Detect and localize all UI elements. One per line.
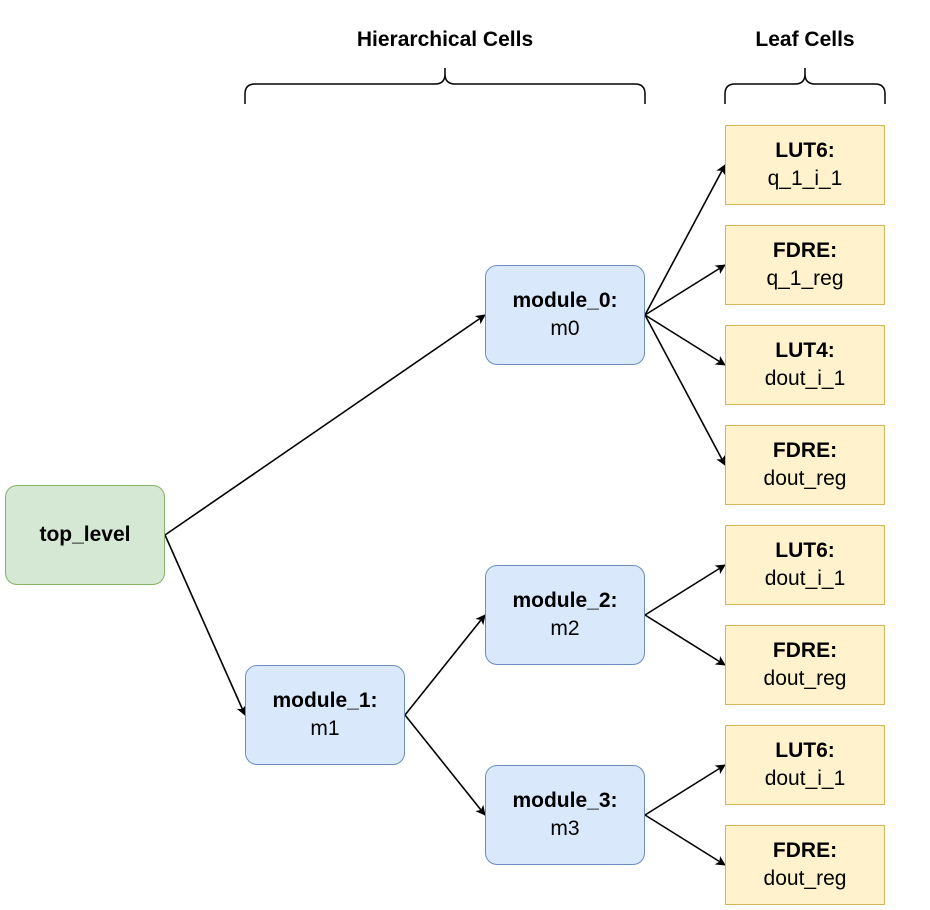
edge-module-2-to-leaf-5: [644, 614, 726, 666]
leaf-brace: [724, 68, 886, 104]
hierarchical-cells-header: Hierarchical Cells: [356, 28, 534, 51]
leaf-cell-4[interactable]: LUT6: dout_i_1: [725, 525, 885, 605]
leaf-type: FDRE:: [772, 439, 838, 462]
leaf-instance: dout_reg: [763, 467, 847, 490]
node-instance: m3: [550, 817, 580, 840]
leaf-cell-3[interactable]: FDRE: dout_reg: [725, 425, 885, 505]
leaf-cell-7[interactable]: FDRE: dout_reg: [725, 825, 885, 905]
leaf-cells-header: Leaf Cells: [755, 28, 855, 51]
leaf-type: LUT6:: [775, 539, 835, 562]
node-label: module_2:: [512, 589, 618, 612]
edge-module-0-to-leaf-0: [644, 164, 726, 316]
node-label: module_0:: [512, 289, 618, 312]
leaf-instance: dout_i_1: [764, 367, 846, 390]
leaf-cell-6[interactable]: LUT6: dout_i_1: [725, 725, 885, 805]
edge-module-0-to-leaf-2: [644, 314, 726, 366]
edge-module-1-to-module-2: [404, 614, 486, 716]
leaf-cell-5[interactable]: FDRE: dout_reg: [725, 625, 885, 705]
node-module-2[interactable]: module_2: m2: [485, 565, 645, 665]
node-instance: m2: [550, 617, 580, 640]
hierarchical-brace: [244, 68, 646, 104]
leaf-type: FDRE:: [772, 239, 838, 262]
node-label: module_3:: [512, 789, 618, 812]
node-top-level[interactable]: top_level: [5, 485, 165, 585]
leaf-type: LUT6:: [775, 139, 835, 162]
leaf-instance: q_1_reg: [766, 267, 844, 290]
node-module-0[interactable]: module_0: m0: [485, 265, 645, 365]
leaf-cell-2[interactable]: LUT4: dout_i_1: [725, 325, 885, 405]
edge-module-3-to-leaf-6: [644, 764, 726, 816]
edge-top-level-to-module-0: [164, 314, 486, 536]
node-module-3[interactable]: module_3: m3: [485, 765, 645, 865]
leaf-cell-1[interactable]: FDRE: q_1_reg: [725, 225, 885, 305]
node-label: top_level: [39, 523, 131, 546]
node-module-1[interactable]: module_1: m1: [245, 665, 405, 765]
leaf-instance: dout_reg: [763, 667, 847, 690]
leaf-instance: dout_i_1: [764, 567, 846, 590]
node-label: module_1:: [272, 689, 378, 712]
leaf-instance: dout_reg: [763, 867, 847, 890]
leaf-type: FDRE:: [772, 839, 838, 862]
edge-module-0-to-leaf-3: [644, 314, 726, 466]
edge-module-2-to-leaf-4: [644, 564, 726, 616]
leaf-instance: dout_i_1: [764, 767, 846, 790]
edge-module-3-to-leaf-7: [644, 814, 726, 866]
node-instance: m1: [310, 717, 340, 740]
edge-module-1-to-module-3: [404, 714, 486, 816]
leaf-type: LUT6:: [775, 739, 835, 762]
edges-group: [164, 164, 726, 866]
leaf-type: FDRE:: [772, 639, 838, 662]
node-instance: m0: [550, 317, 580, 340]
leaf-instance: q_1_i_1: [767, 167, 843, 190]
edge-top-level-to-module-1: [164, 534, 246, 716]
leaf-type: LUT4:: [775, 339, 835, 362]
leaf-cell-0[interactable]: LUT6: q_1_i_1: [725, 125, 885, 205]
edge-module-0-to-leaf-1: [644, 264, 726, 316]
